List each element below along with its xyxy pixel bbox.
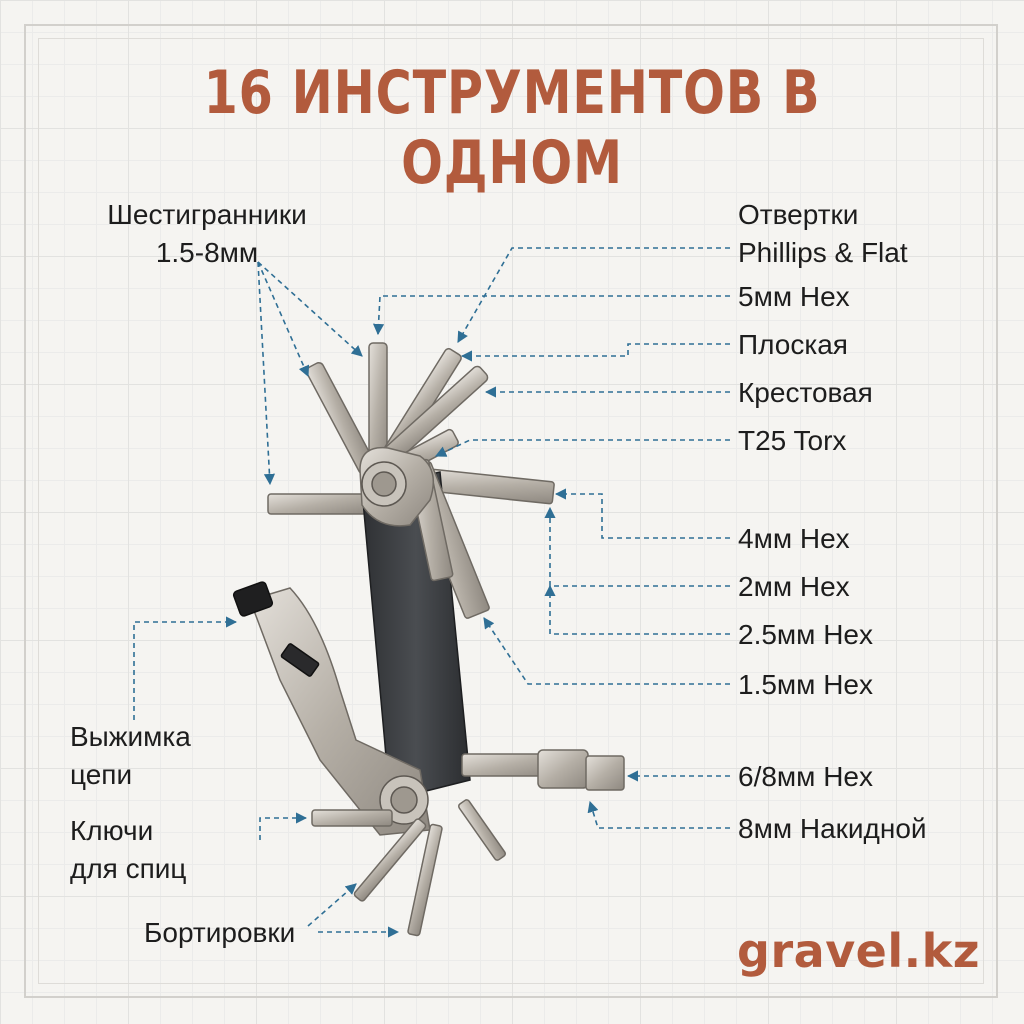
label-chain-tool-line2: цепи [70, 759, 133, 790]
label-hex-6-8mm: 6/8мм Hex [738, 761, 873, 792]
label-hex-keys-line1: Шестигранники [107, 199, 307, 230]
label-screwdrivers: Отвертки Phillips & Flat [738, 196, 908, 272]
label-screwdrivers-line2: Phillips & Flat [738, 237, 908, 268]
chain-tool-head [232, 581, 274, 617]
label-hex-keys-line2: 1.5-8мм [155, 237, 259, 268]
label-box-8mm: 8мм Накидной [738, 813, 927, 844]
outer-frame [24, 24, 998, 998]
hex-key-lower-left [311, 809, 393, 827]
label-chain-tool-line1: Выжимка [70, 721, 191, 752]
inner-frame [38, 38, 984, 984]
label-spoke-keys-line1: Ключи [70, 815, 154, 846]
hex-key-lower-a [353, 818, 427, 902]
hex-8-tip [585, 755, 625, 791]
label-tire-levers: Бортировки [144, 917, 296, 948]
label-hex-keys: Шестигранники 1.5-8мм [96, 196, 318, 272]
label-hex-4mm: 4мм Hex [738, 523, 850, 554]
label-spoke-keys: Ключи для спиц [70, 812, 186, 888]
leader-lines [133, 247, 730, 938]
label-hex-2mm: 2мм Hex [738, 571, 850, 602]
label-hex-2-5mm: 2.5мм Hex [738, 619, 873, 650]
tool-parts [232, 342, 625, 937]
label-flat: Плоская [738, 329, 848, 360]
chain-tool-screw [280, 643, 320, 677]
label-hex-1-5mm: 1.5мм Hex [738, 669, 873, 700]
brand-logo-text: gravel.kz [737, 924, 980, 978]
label-torx: T25 Torx [738, 425, 847, 456]
page-title: 16 ИНСТРУМЕНТОВ В ОДНОМ [203, 58, 821, 198]
label-spoke-keys-line2: для спиц [70, 853, 187, 884]
hex-key-left [267, 493, 369, 515]
label-phillips: Крестовая [738, 377, 873, 408]
label-chain-tool: Выжимка цепи [70, 718, 191, 794]
label-hex-5mm: 5мм Hex [738, 281, 850, 312]
hex-6-8-socket [537, 749, 589, 789]
hex-key-lower-b [407, 823, 443, 937]
label-screwdrivers-line1: Отвертки [738, 199, 859, 230]
hex-key-lower-c [458, 799, 506, 861]
